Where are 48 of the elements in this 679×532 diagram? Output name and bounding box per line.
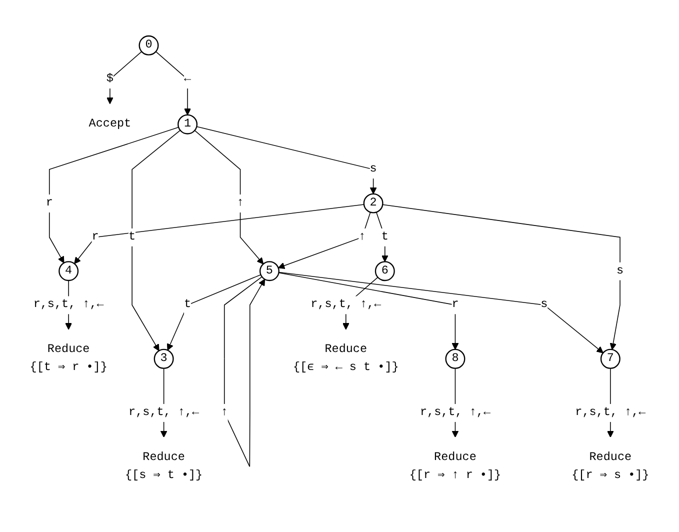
node-text: Reduce {[ϵ ⇒ ← s t •]} [292,342,399,374]
edge-label: $ [106,72,114,86]
edge-label: ↑ [236,196,244,210]
arrow [196,126,377,194]
edge-label: t [184,298,192,312]
node-text: Reduce {[r ⇒ ↑ r •]} [409,450,502,482]
arrow [224,276,266,467]
node-circle: 4 [58,261,79,282]
node-circle: 1 [178,114,198,134]
arrow [155,51,191,116]
node-circle: 6 [374,261,395,282]
edge-label: r,s,t, ↑,← [420,405,490,419]
arrow [382,204,620,350]
edge-label: r [452,298,459,312]
arrow [166,274,262,351]
arrow [48,126,179,264]
edge-label: r,s,t, ↑,← [575,405,646,419]
edge-label: r,s,t, ↑,← [128,405,200,419]
edge-label: ↑ [358,230,366,244]
edge-label: r,s,t, ↑,← [33,298,104,312]
node-text: Reduce {[s ⇒ t •]} [125,450,203,482]
node-text: Reduce {[t ⇒ r •]} [30,342,108,374]
arrow [132,130,181,352]
node-circle: 5 [259,261,280,282]
edge-label: r,s,t, ↑,← [310,298,382,312]
arrow [194,130,264,264]
edge-label: s [540,298,548,312]
node-circle: 8 [445,348,466,369]
arrow [278,272,604,354]
edge-label: r [92,230,99,244]
edge-label: t [381,230,388,244]
arrow [278,212,371,269]
edge-label: r [46,196,53,210]
arrow [376,212,388,262]
node-circle: 7 [600,348,620,369]
edge-label: t [128,230,136,244]
node-circle: 3 [154,348,174,369]
arrow [278,272,459,350]
node-circle: 0 [138,35,159,56]
edge-label: ← [184,72,192,86]
node-text: Reduce {[r ⇒ s •]} [572,450,650,482]
node-text: Accept [88,117,132,130]
arrow [74,204,364,264]
edge-label: ↑ [220,405,228,419]
edge-label: s [616,264,624,278]
node-circle: 2 [363,193,384,214]
edge-label: s [370,162,377,176]
arrow [106,51,142,104]
